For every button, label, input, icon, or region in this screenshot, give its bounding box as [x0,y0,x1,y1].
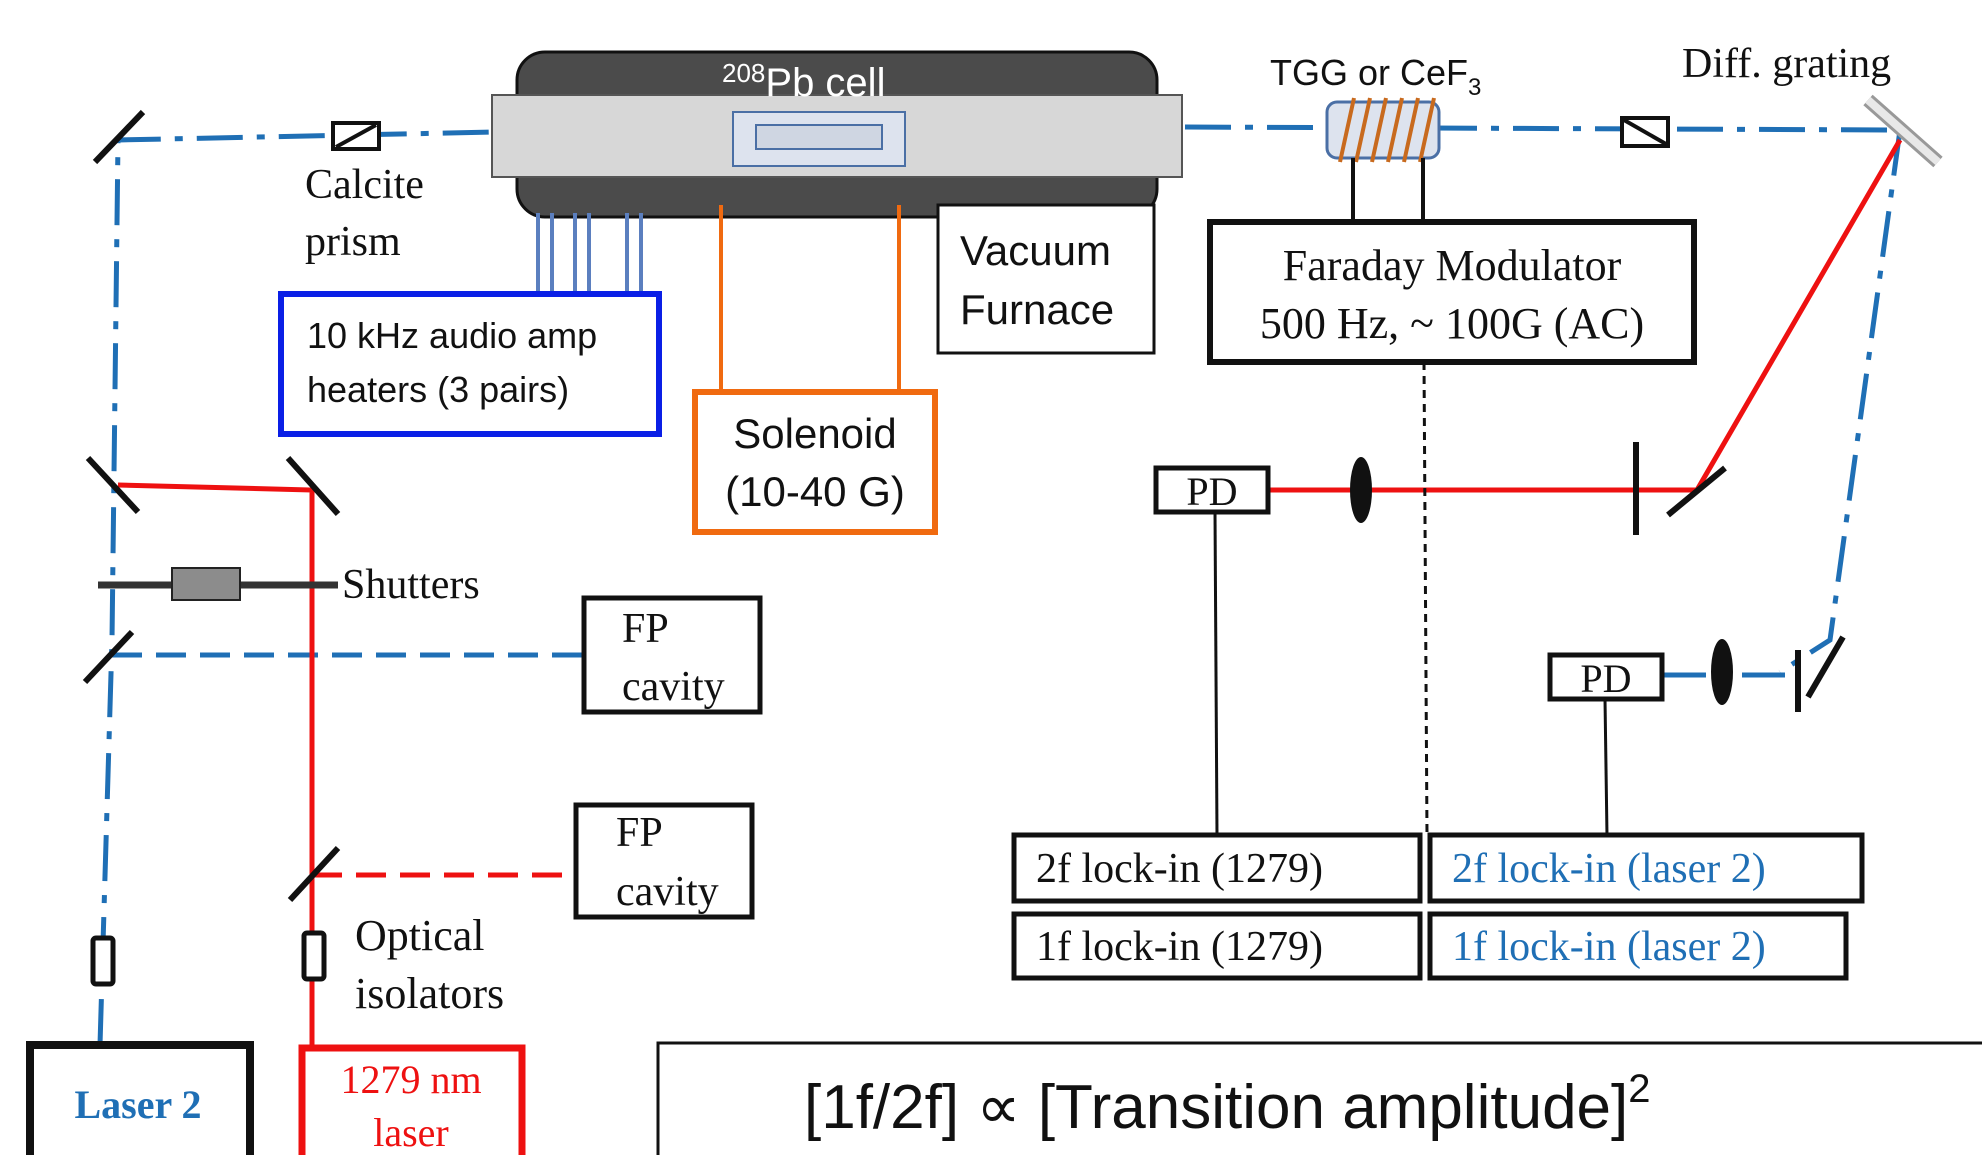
lockin-2f-1279-label: 2f lock-in (1279) [1036,846,1323,892]
pd-laser2-label: PD [1580,656,1631,701]
fp-cavity-2-label-1: FP [616,810,663,856]
heaters-label-1: 10 kHz audio amp [307,315,597,356]
pd-laser2-cable [1603,698,1609,837]
laser1279-label-1: 1279 nm [340,1057,481,1102]
pb-cell: 208Pb cell [491,50,1183,219]
fp-cavity-2-label-2: cavity [616,869,719,915]
diffraction-grating [1863,94,1943,168]
mirror-red-fp [287,845,341,903]
tgg-label-sub: 3 [1468,74,1481,101]
faraday-label-2: 500 Hz, ~ 100G (AC) [1260,299,1644,348]
calcite-prism [331,121,381,151]
solenoid-label-1: Solenoid [733,410,896,457]
fp-cavity-1-box [581,595,763,715]
mirror-left-mid [85,455,141,515]
pb-cell-title-sup: 208 [722,58,765,88]
lockin-2f-laser2-label: 2f lock-in (laser 2) [1452,846,1766,892]
lockin-1f-1279-label: 1f lock-in (1279) [1036,924,1323,970]
shutters-label: Shutters [342,562,480,608]
diff-grating-label: Diff. grating [1682,41,1891,87]
laser2-box [26,1041,254,1155]
pb-cell-inner [755,124,883,150]
solenoid-label-2: (10-40 G) [725,468,905,515]
pb-cell-title-main: Pb cell [765,61,885,105]
mirror-left-fp [82,629,135,685]
laser1279-beam-main [117,482,315,1050]
optical-isolator-1279 [301,930,327,982]
tgg-label: TGG or CeF3 [1270,52,1481,101]
pd-1279-label: PD [1186,469,1237,514]
formula-main: [1f/2f] ∝ [Transition amplitude] [804,1073,1628,1142]
pd-1279-cable [1213,511,1219,837]
lens-blue [1711,639,1733,705]
calcite-label-1: Calcite [305,162,424,208]
fp-cavity-1-label-1: FP [622,606,669,652]
heaters-box [278,291,662,437]
laser2-label: Laser 2 [74,1082,201,1127]
shutters [98,567,338,601]
calcite-label-2: prism [305,219,401,265]
laser2-beam-return [1778,129,1903,675]
optical-isolators-label-1: Optical [355,911,485,960]
pd-1279-box [1153,465,1271,515]
pd-laser2-box [1547,652,1665,702]
optical-isolators-label-2: isolators [355,969,504,1018]
laser1279-box [298,1044,526,1155]
lockin-1f-laser2-box [1427,911,1849,981]
mirror-red-corner [285,456,341,516]
mirror-right-red [1666,465,1727,518]
lockin-2f-1279-box [1011,832,1423,904]
lockin-1f-laser2-label: 1f lock-in (laser 2) [1452,924,1766,970]
formula-sup: 2 [1628,1067,1650,1111]
furnace-label-2: Furnace [960,286,1114,333]
faraday-modulator-box [1207,219,1697,365]
faraday-reference-line [1422,361,1429,836]
tgg-rotator [1325,97,1441,228]
fp-cavity-1-label-2: cavity [622,664,725,710]
pb-cell-title: 208Pb cell [722,58,885,105]
furnace-label-1: Vacuum [960,227,1111,274]
mirror-top-left [92,109,146,165]
heaters-label-2: heaters (3 pairs) [307,369,569,410]
vacuum-furnace-box [936,203,1156,355]
laser1279-label-2: laser [373,1110,449,1155]
solenoid-box [692,389,938,535]
formula-box [656,1041,1982,1155]
heater-wires [536,213,643,296]
lens-red [1350,457,1372,523]
mirrors [82,109,1846,903]
solenoid-wires [719,205,901,392]
tgg-label-main: TGG or CeF [1270,52,1468,93]
lockin-2f-laser2-box [1427,832,1865,904]
laser2-beam-to-diffgrating [1184,124,1901,133]
lockin-1f-1279-box [1011,911,1423,981]
mirror-right-blue [1805,635,1846,699]
optical-isolator-laser2 [90,935,116,987]
fp-cavity-2-box [573,802,755,920]
formula-text: [1f/2f] ∝ [Transition amplitude]2 [804,1067,1651,1142]
faraday-label-1: Faraday Modulator [1283,241,1622,290]
laser2-beam-main [97,129,496,1046]
analyzer-polarizer [1620,116,1670,148]
